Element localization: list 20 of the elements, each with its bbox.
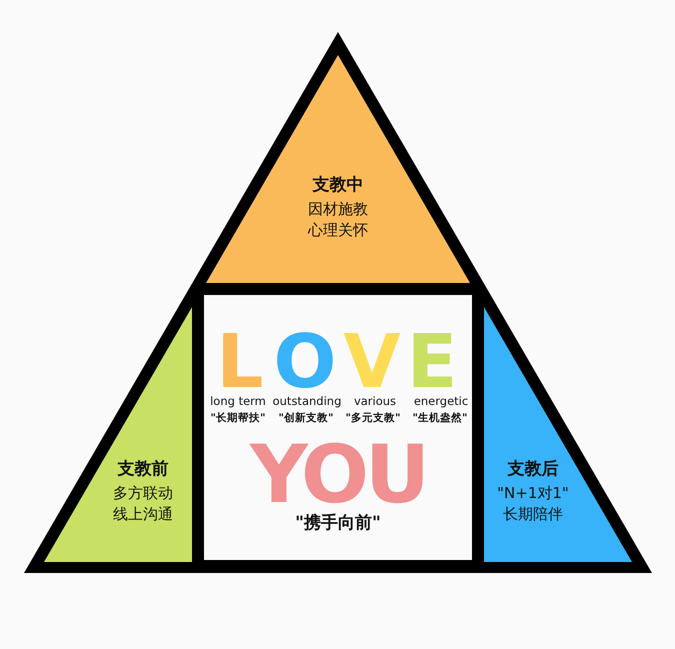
word-label: "长期帮扶": [210, 413, 266, 424]
word-label: long term: [210, 396, 266, 408]
panel-body: 因材施教心理关怀: [306, 198, 369, 242]
triangle-panel: [484, 307, 632, 562]
big-word: YOU: [248, 435, 428, 515]
triangle-panel: [44, 307, 192, 562]
panel-heading: 支教后: [506, 458, 560, 481]
panel-heading: 支教中: [312, 174, 364, 197]
panel-heading: 支教前: [116, 458, 170, 481]
panel-body: 多方联动线上沟通: [112, 482, 174, 526]
word-label: "多元支教": [346, 413, 400, 424]
word-label: outstanding: [272, 396, 342, 408]
word-label: various: [354, 396, 396, 408]
triangle-panel: [206, 55, 470, 283]
center-panel: [204, 295, 472, 560]
panel-body: "N+1对1" 长期陪伴: [496, 482, 570, 526]
word-label: "创新支教": [278, 413, 334, 424]
word-label: energetic: [414, 396, 468, 408]
word-label: "生机盎然": [412, 413, 468, 424]
slogan: "携手向前": [294, 515, 382, 532]
